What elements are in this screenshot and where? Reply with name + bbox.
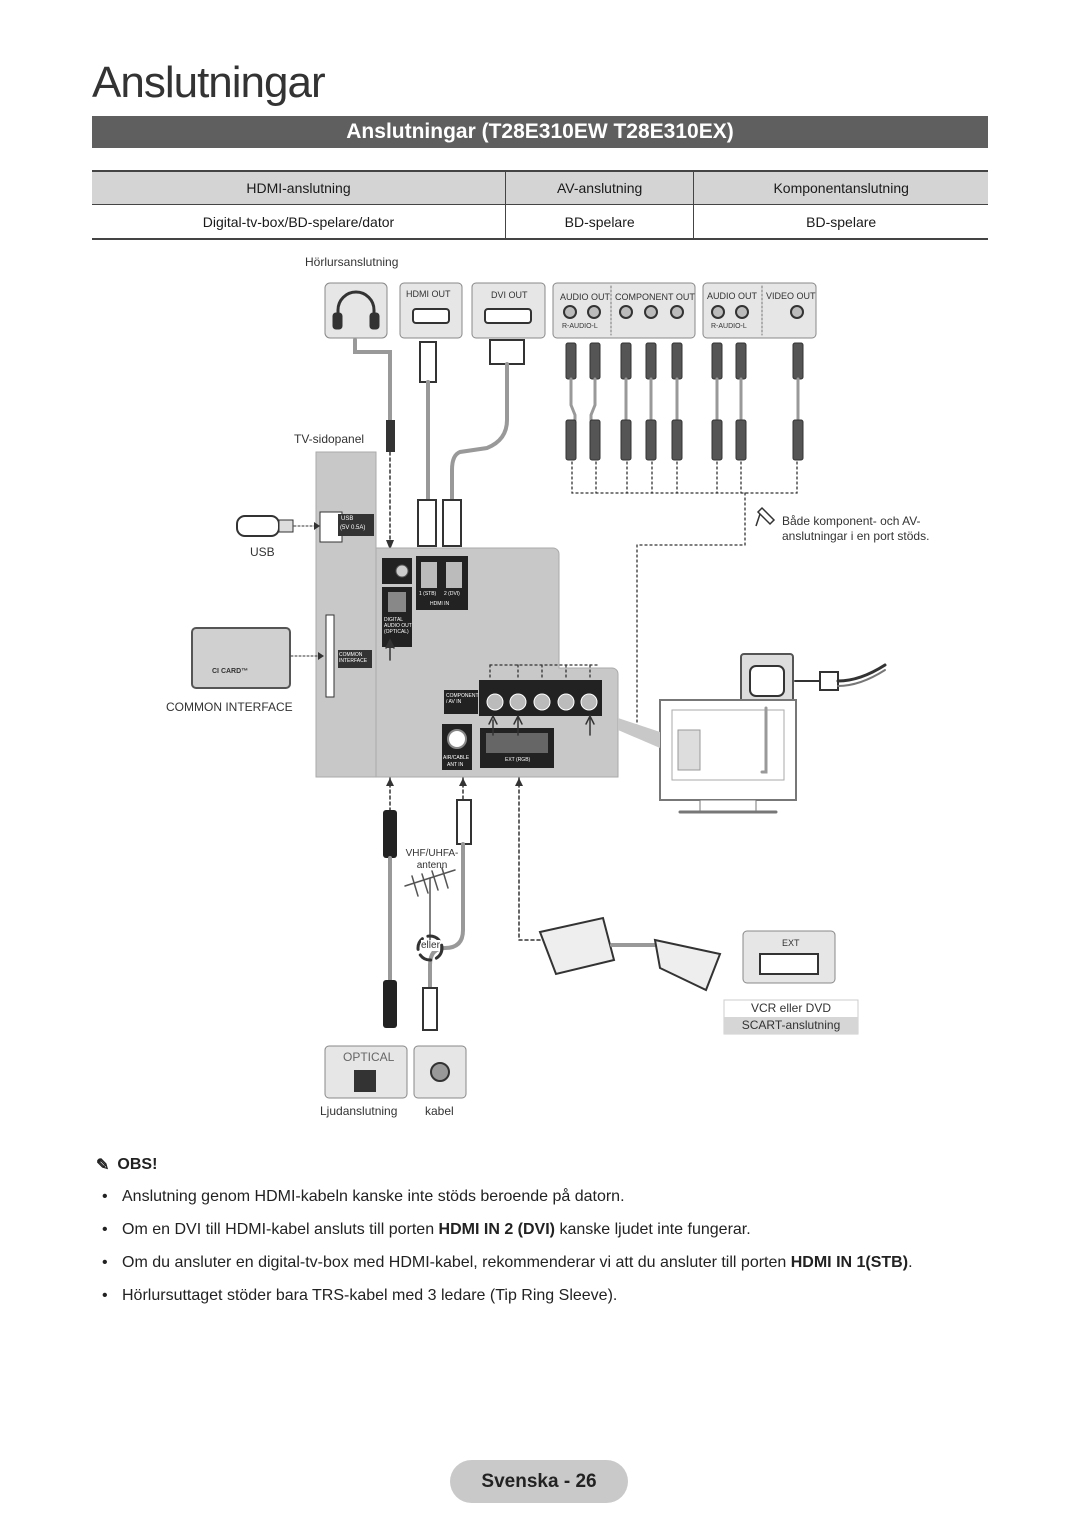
common-interface-port-label: COMMON INTERFACE bbox=[339, 652, 368, 664]
note-item: Hörlursuttaget stöder bara TRS-kabel med… bbox=[96, 1286, 996, 1306]
notes-list: Anslutning genom HDMI-kabeln kanske inte… bbox=[96, 1187, 996, 1306]
notes-title: ✎ OBS! bbox=[96, 1155, 996, 1175]
notes-title-text: OBS! bbox=[117, 1156, 158, 1173]
ci-card-label: CI CARD™ bbox=[212, 668, 249, 675]
usb-label: USB bbox=[250, 545, 275, 559]
component-out-label: COMPONENT OUT bbox=[615, 292, 695, 302]
vcr-dvd-label: VCR eller DVD bbox=[750, 1001, 831, 1015]
dvi-port-icon bbox=[484, 308, 532, 324]
table-header-row: HDMI-anslutning AV-anslutning Komponenta… bbox=[92, 170, 988, 205]
antenna-icon bbox=[404, 867, 456, 941]
scart-plug-right-icon bbox=[653, 938, 722, 992]
common-interface-label: COMMON INTERFACE bbox=[166, 700, 293, 714]
notes-section: ✎ OBS! Anslutning genom HDMI-kabeln kans… bbox=[96, 1155, 996, 1319]
optical-label: OPTICAL bbox=[343, 1050, 395, 1064]
scart-socket-icon bbox=[759, 953, 819, 975]
audio-connection-label: Ljudanslutning bbox=[320, 1104, 398, 1118]
digital-audio-out-label: DIGITAL AUDIO OUT (OPTICAL) bbox=[384, 617, 412, 635]
antenna-plug-icon bbox=[456, 799, 472, 845]
table-header: Komponentanslutning bbox=[693, 170, 988, 205]
section-title: Anslutningar (T28E310EW T28E310EX) bbox=[92, 116, 988, 148]
footer-page-number: 26 bbox=[575, 1471, 597, 1492]
table-cell: BD-spelare bbox=[504, 204, 694, 240]
optical-plug-top-icon bbox=[383, 810, 397, 858]
note-item: Om en DVI till HDMI-kabel ansluts till p… bbox=[96, 1220, 996, 1240]
vhf-antenna-label: VHF/UHFA-antenn bbox=[405, 848, 459, 871]
cable-plug-icon bbox=[422, 987, 438, 1031]
av-audio-out-label: AUDIO OUT bbox=[707, 291, 758, 301]
ant-in-label: ANT IN bbox=[447, 762, 464, 768]
video-out-label: VIDEO OUT bbox=[766, 291, 816, 301]
headphone-label: Hörlursanslutning bbox=[305, 255, 399, 269]
footer-separator: - bbox=[563, 1471, 571, 1492]
av-out-box bbox=[702, 282, 817, 339]
note-item: Om du ansluter en digital-tv-box med HDM… bbox=[96, 1253, 996, 1273]
table-cell: Digital-tv-box/BD-spelare/dator bbox=[92, 204, 506, 240]
page-title: Anslutningar bbox=[92, 58, 326, 107]
table-row: Digital-tv-box/BD-spelare/dator BD-spela… bbox=[92, 204, 988, 240]
optical-plug-bottom-icon bbox=[383, 980, 397, 1028]
component-jack-icons bbox=[563, 305, 684, 319]
hdmi-port-icon bbox=[412, 308, 450, 324]
table-cell: BD-spelare bbox=[693, 204, 988, 240]
component-av-in-label: COMPONENT / AV IN bbox=[446, 693, 479, 705]
air-cable-label: AIR/CABLE bbox=[443, 755, 470, 761]
scart-plug-left-icon bbox=[538, 916, 616, 976]
headphone-plug-icon bbox=[386, 420, 395, 452]
av-r-audio-l-label: R-AUDIO-L bbox=[711, 323, 747, 330]
hdmi-in-label: HDMI IN bbox=[430, 601, 450, 607]
connection-table: HDMI-anslutning AV-anslutning Komponenta… bbox=[92, 170, 988, 240]
rca-plugs-bottom bbox=[565, 419, 804, 461]
hdmi-plug-bottom-icon bbox=[417, 499, 437, 547]
usb-stick-icon bbox=[236, 515, 280, 537]
hdmi-in-1-label: 1 (STB) bbox=[419, 591, 437, 597]
usb-port-label: USB bbox=[341, 516, 354, 522]
hdmi-out-label: HDMI OUT bbox=[406, 289, 451, 299]
note-emphasis: HDMI IN 1(STB) bbox=[790, 1254, 909, 1271]
table-header: AV-anslutning bbox=[504, 170, 694, 205]
note-emphasis: HDMI IN 2 (DVI) bbox=[438, 1221, 555, 1238]
table-header: HDMI-anslutning bbox=[92, 170, 506, 205]
pencil-note-icon bbox=[755, 506, 776, 527]
ci-slot bbox=[325, 614, 335, 698]
hdmi-in-2-label: 2 (DVI) bbox=[444, 591, 460, 597]
footer-language: Svenska bbox=[481, 1471, 559, 1492]
cable-label: kabel bbox=[425, 1104, 454, 1118]
hdmi-plug-top-icon bbox=[419, 341, 437, 383]
headphone-icon bbox=[332, 290, 380, 330]
component-av-note: Både komponent- och AV-anslutningar i en… bbox=[782, 514, 930, 543]
rca-plugs-top bbox=[565, 342, 804, 380]
power-plug-icon bbox=[794, 671, 839, 691]
scart-connection-label: SCART-anslutning bbox=[741, 1018, 841, 1032]
note-item: Anslutning genom HDMI-kabeln kanske inte… bbox=[96, 1187, 996, 1207]
dvi-out-label: DVI OUT bbox=[491, 290, 528, 300]
usb-rating-label: (5V 0.5A) bbox=[340, 525, 366, 531]
page-footer-badge: Svenska - 26 bbox=[450, 1460, 628, 1503]
r-audio-l-label: R-AUDIO-L bbox=[562, 323, 598, 330]
dvi-plug-icon bbox=[489, 339, 525, 365]
tv-side-panel bbox=[315, 451, 377, 778]
audio-out-label: AUDIO OUT bbox=[560, 292, 611, 302]
ext-rgb-label: EXT (RGB) bbox=[505, 757, 531, 763]
or-circle bbox=[416, 934, 444, 962]
pencil-icon: ✎ bbox=[96, 1157, 110, 1174]
tv-side-panel-label: TV-sidopanel bbox=[294, 432, 365, 446]
dvi-hdmi-plug-icon bbox=[442, 499, 462, 547]
power-socket-icon bbox=[749, 665, 785, 697]
av-jack-icons bbox=[711, 305, 804, 319]
or-label: eller bbox=[421, 940, 440, 951]
ci-card-icon bbox=[191, 627, 291, 689]
ext-label: EXT bbox=[782, 938, 800, 948]
